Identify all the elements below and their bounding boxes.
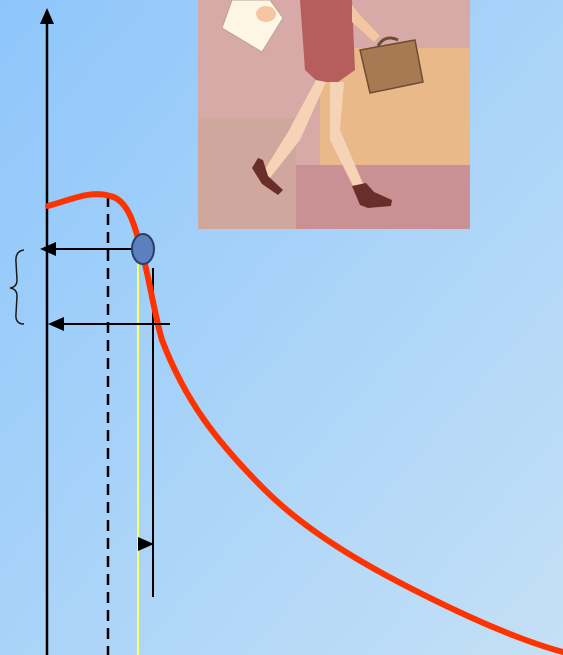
businesswoman-photo [198, 0, 470, 229]
dress-icon [300, 0, 355, 82]
photo-lower-left [198, 118, 296, 229]
hand-icon [256, 6, 276, 22]
blue-marker [132, 234, 154, 264]
